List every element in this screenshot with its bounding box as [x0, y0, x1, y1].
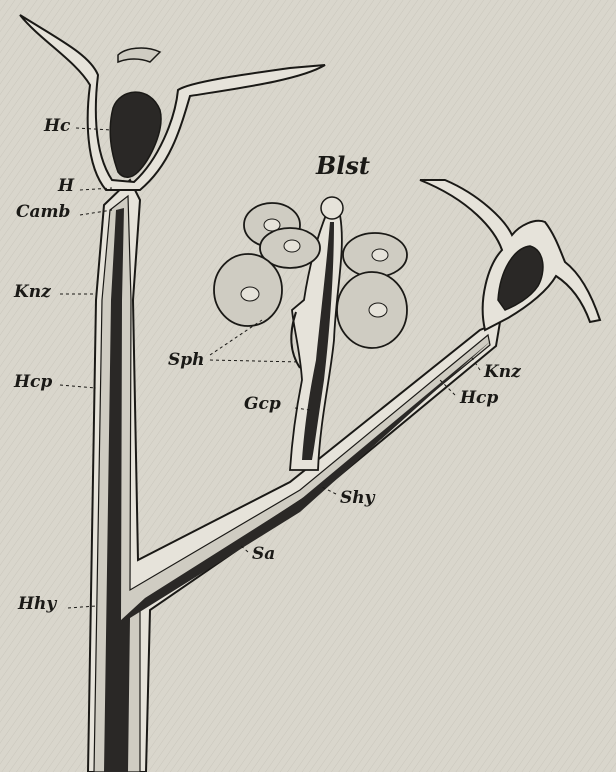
label-hcp-right: Hcp	[460, 390, 498, 407]
label-blst: Blst	[316, 154, 370, 178]
label-camb: Camb	[16, 204, 70, 221]
label-hhy: Hhy	[18, 596, 56, 613]
label-hc: Hc	[44, 118, 70, 135]
blastostyle-tip	[321, 197, 343, 219]
label-sa: Sa	[252, 546, 275, 563]
label-gcp: Gcp	[244, 396, 281, 413]
label-knz-right: Knz	[484, 364, 521, 381]
label-shy: Shy	[340, 490, 375, 507]
label-h: H	[58, 178, 74, 195]
label-knz-left: Knz	[14, 284, 51, 301]
label-sph: Sph	[168, 352, 205, 369]
label-hcp-left: Hcp	[14, 374, 52, 391]
